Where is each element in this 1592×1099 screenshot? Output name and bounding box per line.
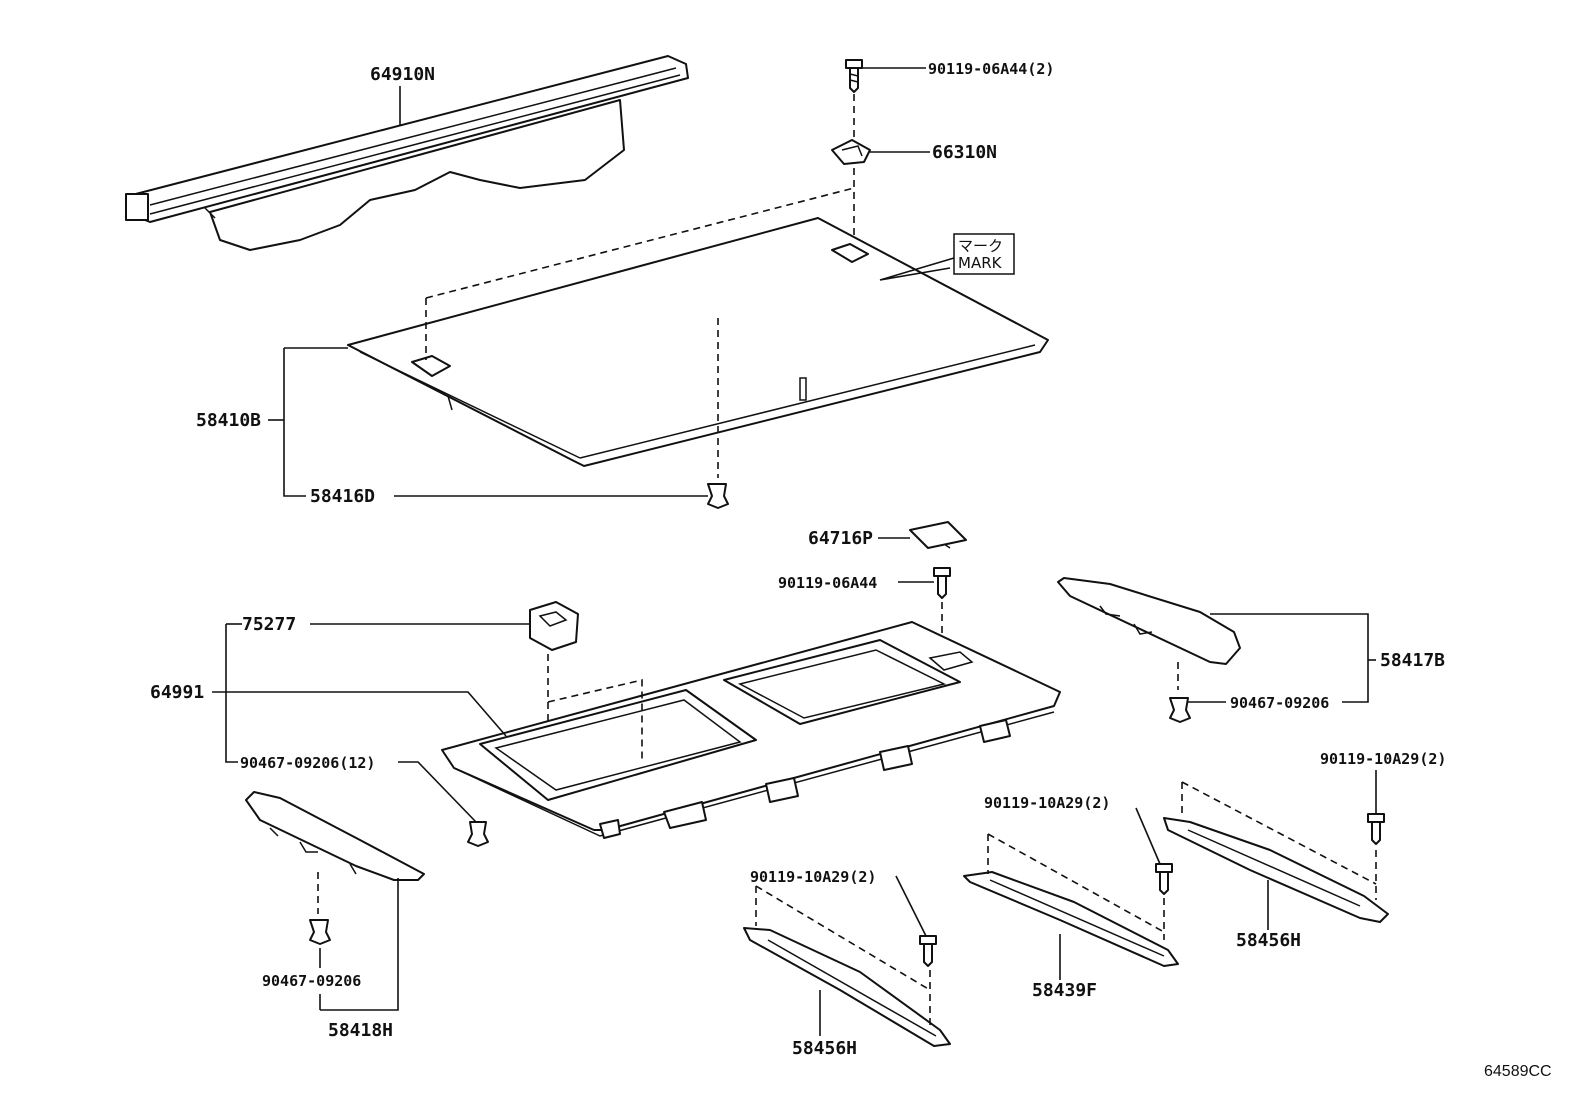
rail-58439F [963, 871, 1179, 967]
deck-board-58410B [347, 217, 1049, 467]
label-58416D: 58416D [310, 486, 375, 507]
clip-90467-09206-tray [467, 821, 489, 847]
mark-en-text: MARK [958, 254, 1003, 272]
trim-58418H [245, 791, 425, 881]
label-58456H-bottom: 58456H [792, 1038, 857, 1059]
leader-lines [212, 67, 1377, 1036]
part-labels: 64910N 90119-06A44(2) 66310N 58410B 5841… [150, 60, 1552, 1080]
tonneau-cover-64910N [125, 55, 689, 251]
hook-66310N [831, 139, 871, 165]
label-75277: 75277 [242, 614, 296, 635]
bolt-90119-10A29-mid [1155, 863, 1173, 895]
clip-90467-09206-left [309, 919, 331, 945]
label-90119-10A29-2-left: 90119-10A29(2) [750, 868, 876, 886]
bolt-90119-06A44-top [845, 59, 863, 93]
cover-64716P [909, 521, 967, 549]
label-90467-09206-12: 90467-09206(12) [240, 754, 375, 772]
label-58417B: 58417B [1380, 650, 1445, 671]
diagram-code: 64589CC [1484, 1063, 1552, 1080]
bolt-90119-10A29-right [1367, 813, 1385, 845]
label-64716P: 64716P [808, 528, 873, 549]
label-58410B: 58410B [196, 410, 261, 431]
label-58418H: 58418H [328, 1020, 393, 1041]
mark-callout: マーク MARK [879, 233, 1015, 281]
deck-tray-64991 [441, 621, 1061, 839]
label-90119-10A29-2-right: 90119-10A29(2) [1320, 750, 1446, 768]
rail-58456H-bottom [743, 927, 951, 1047]
clip-90467-09206-right [1169, 697, 1191, 723]
mark-jp-text: マーク [958, 237, 1003, 255]
label-66310N: 66310N [932, 142, 997, 163]
label-64991: 64991 [150, 682, 204, 703]
label-64910N: 64910N [370, 64, 435, 85]
bolt-90119-10A29-bottom [919, 935, 937, 967]
trim-58417B [1057, 577, 1241, 665]
label-58439F: 58439F [1032, 980, 1097, 1001]
label-90119-10A29-2-mid: 90119-10A29(2) [984, 794, 1110, 812]
label-90119-06A44-2: 90119-06A44(2) [928, 60, 1054, 78]
label-90467-09206-left: 90467-09206 [262, 972, 361, 990]
label-58456H-right: 58456H [1236, 930, 1301, 951]
label-90119-06A44: 90119-06A44 [778, 574, 877, 592]
label-90467-09206-right: 90467-09206 [1230, 694, 1329, 712]
bracket-75277 [529, 601, 579, 651]
rail-58456H-right [1163, 817, 1389, 923]
bolt-90119-06A44-mid [933, 567, 951, 599]
clip-58416D [707, 483, 729, 509]
